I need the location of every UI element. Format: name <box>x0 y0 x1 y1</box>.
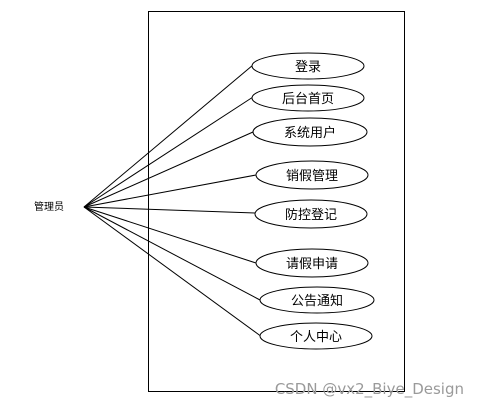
use-case-login: 登录 <box>251 52 365 80</box>
use-case-ellipse <box>254 199 368 229</box>
watermark: CSDN @vx2_Biye_Design <box>275 380 464 399</box>
use-case-label: 后台首页 <box>282 92 334 107</box>
use-case-prevention-register: 防控登记 <box>254 199 368 229</box>
use-case-label: 个人中心 <box>290 330 342 345</box>
use-case-system-users: 系统用户 <box>252 117 368 147</box>
association-line-system-users <box>83 131 254 208</box>
use-case-ellipse <box>259 286 375 314</box>
association-line-dashboard <box>83 96 254 208</box>
use-case-ellipse <box>255 160 369 190</box>
use-case-ellipse <box>251 52 365 80</box>
use-case-ellipse <box>259 322 373 350</box>
use-case-ellipse <box>252 117 368 147</box>
association-line-login <box>83 64 254 208</box>
system-boundary <box>148 11 405 392</box>
association-line-announcement <box>83 206 261 301</box>
use-case-label: 系统用户 <box>284 125 336 141</box>
association-lines <box>83 64 263 338</box>
use-case-ellipse <box>255 248 369 278</box>
use-case-dashboard: 后台首页 <box>251 84 365 112</box>
use-case-label: 公告通知 <box>291 293 343 309</box>
association-line-leave-request <box>83 206 257 264</box>
use-case-label: 请假申请 <box>286 257 338 272</box>
association-line-leave-cancel <box>83 174 257 208</box>
use-case-ellipse <box>251 84 365 112</box>
use-case-announcement: 公告通知 <box>259 286 375 314</box>
use-case-label: 登录 <box>295 60 321 75</box>
use-case-personal-center: 个人中心 <box>259 322 373 350</box>
association-line-prevention-register <box>83 206 257 214</box>
use-case-leave-request: 请假申请 <box>255 248 369 278</box>
actor-label: 管理员 <box>34 200 64 213</box>
use-case-label: 销假管理 <box>286 169 338 184</box>
use-case-leave-cancel: 销假管理 <box>255 160 369 190</box>
association-line-personal-center <box>83 206 263 338</box>
use-case-label: 防控登记 <box>285 207 337 223</box>
